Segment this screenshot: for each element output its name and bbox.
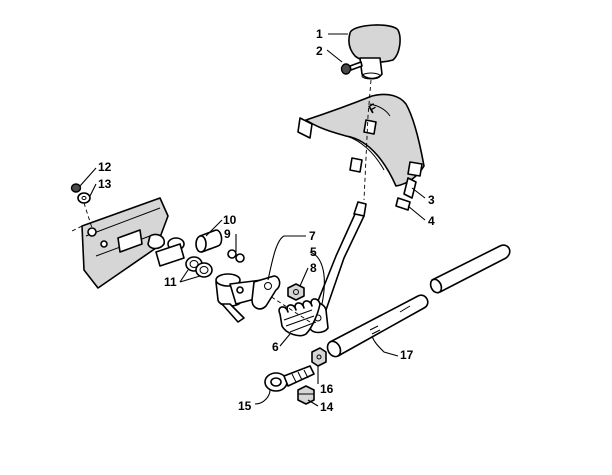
callout-8: 8 [310,261,317,275]
callout-4: 4 [428,214,435,228]
callout-9: 9 [224,227,231,241]
callout-14: 14 [320,400,334,414]
boot-washer[interactable] [395,197,411,211]
bolt[interactable] [264,365,315,392]
spacer-nut[interactable] [311,347,327,367]
callout-2: 2 [316,44,323,58]
callout-6: 6 [272,340,279,354]
shift-tube-upper[interactable] [429,244,511,294]
shift-knob[interactable] [348,24,401,80]
callout-16: 16 [320,382,334,396]
o-rings[interactable] [185,256,213,278]
shift-tube-lower[interactable] [325,294,429,359]
pivot-shaft[interactable] [215,273,270,323]
boot-pin[interactable] [403,177,417,199]
lever-arm-plate[interactable] [251,275,281,310]
set-screw[interactable] [340,61,363,75]
shift-boot[interactable]: F [297,93,425,187]
shift-lever[interactable] [309,201,367,334]
lever-nut[interactable] [287,283,305,301]
callout-3: 3 [428,193,435,207]
bracket-bolt[interactable] [70,183,82,193]
callout-10: 10 [223,213,237,227]
callout-11: 11 [164,275,177,289]
bracket-washer[interactable] [77,192,91,204]
callout-7: 7 [309,229,316,243]
chassis-bracket [69,197,185,289]
callout-15: 15 [238,399,252,413]
pivot-washers[interactable] [227,249,245,263]
lock-nut[interactable] [297,385,315,405]
callout-17: 17 [400,348,414,362]
callout-5: 5 [310,245,317,259]
callout-12: 12 [98,160,112,174]
callout-13: 13 [98,177,112,191]
callout-1: 1 [316,27,323,41]
